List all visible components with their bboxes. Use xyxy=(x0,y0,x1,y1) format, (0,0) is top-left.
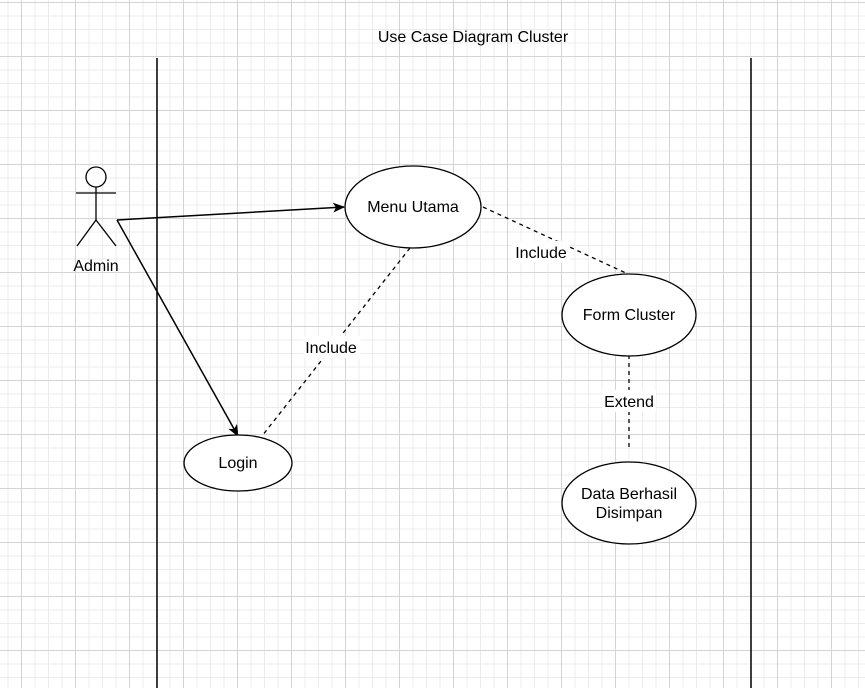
use-case-menu-utama[interactable]: Menu Utama xyxy=(344,165,482,249)
association-admin-login[interactable] xyxy=(116,219,239,437)
actor-admin-label: Admin xyxy=(73,258,118,275)
include-menu-form-label: Include xyxy=(515,245,567,262)
diagram-title: Use Case Diagram Cluster xyxy=(378,29,569,46)
use-case-form-cluster-label: Form Cluster xyxy=(583,307,676,324)
include-menu-login-label: Include xyxy=(305,340,357,357)
include-menu-form[interactable]: Include xyxy=(482,206,629,275)
use-case-login-label: Login xyxy=(218,455,257,472)
extend-form-data-label: Extend xyxy=(604,394,654,411)
use-case-data-berhasil-label-line1: Data Berhasil xyxy=(581,486,677,503)
include-menu-login[interactable]: Include xyxy=(261,247,411,437)
actor-admin[interactable]: Admin xyxy=(73,166,119,275)
use-case-form-cluster[interactable]: Form Cluster xyxy=(561,273,697,357)
use-case-data-berhasil-label-line2: Disimpan xyxy=(596,505,663,522)
association-admin-menu-utama[interactable] xyxy=(116,202,345,221)
extend-form-data[interactable]: Extend xyxy=(602,355,656,451)
use-case-login[interactable]: Login xyxy=(183,434,293,492)
use-case-data-berhasil-disimpan[interactable]: Data Berhasil Disimpan xyxy=(561,461,697,545)
use-case-menu-utama-label: Menu Utama xyxy=(367,199,459,216)
